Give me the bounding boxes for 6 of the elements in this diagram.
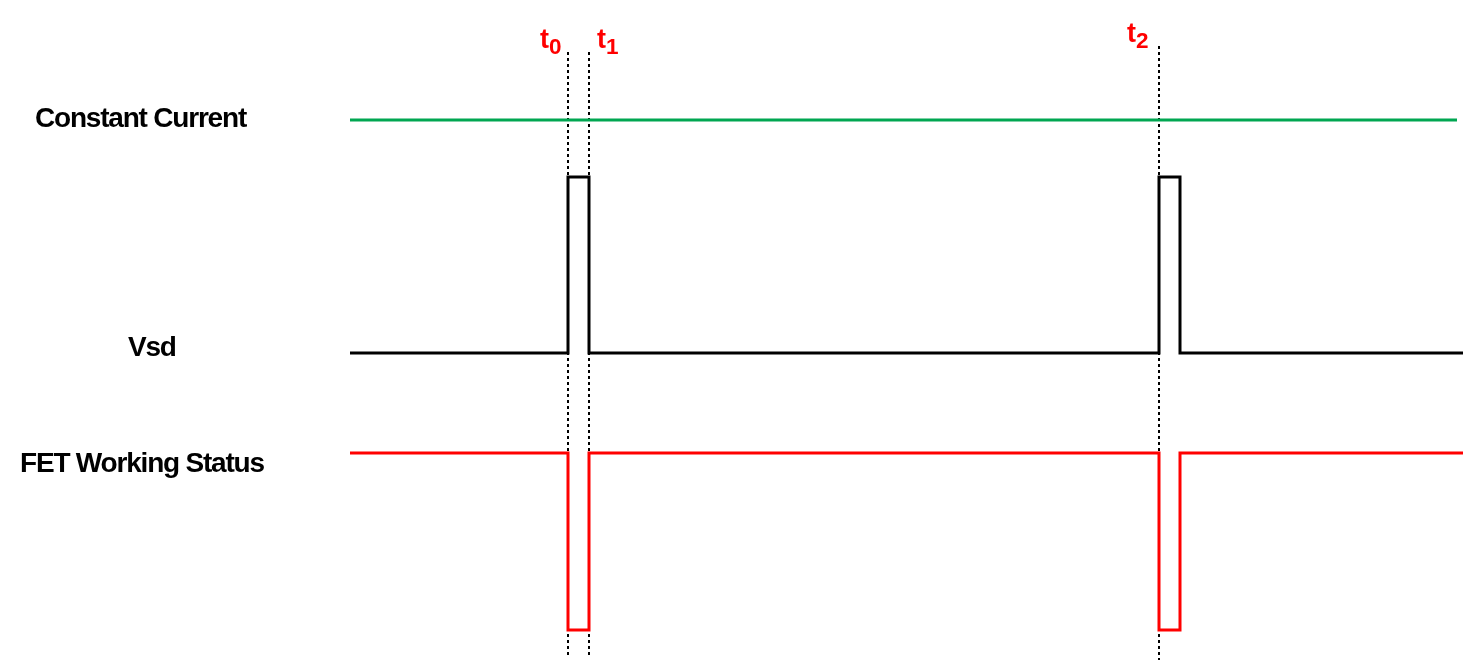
time-marker-label: t$_{0}$: [540, 24, 562, 62]
signal-label: Vsd: [128, 331, 176, 363]
signal-label: Constant Current: [35, 102, 247, 134]
time-marker-label: t$_{2}$: [1127, 18, 1149, 56]
signal-label: FET Working Status: [20, 447, 264, 479]
time-marker-label: t$_{1}$: [597, 24, 619, 62]
